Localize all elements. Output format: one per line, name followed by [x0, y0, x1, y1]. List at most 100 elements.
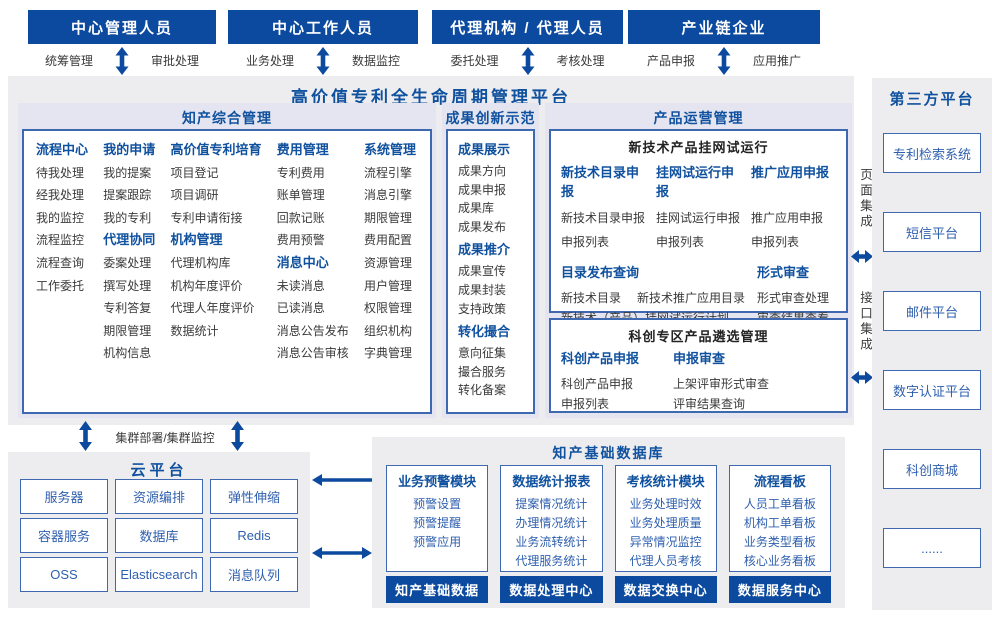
module-assessment: 考核统计模块 业务处理时效业务处理质量异常情况监控代理人员考核 [614, 465, 717, 572]
menu-item: 专利费用 [276, 165, 325, 180]
actor-center-managers: 中心管理人员 统筹管理 审批处理 [28, 10, 216, 76]
actor-function-label: 数据监控 [352, 54, 401, 68]
menu-item: 消息公告发布 [276, 323, 349, 338]
menu-item: 项目调研 [170, 188, 219, 203]
menu-item: 申报列表 [656, 235, 705, 249]
menu-item: 委案处理 [103, 255, 152, 270]
third-party-system: ...... [883, 528, 981, 568]
api-integration-label: 接口集成 [858, 291, 872, 353]
cloud-service: 弹性伸缩 [210, 479, 298, 514]
group-header: 费用管理 [276, 142, 329, 157]
menu-item: 待我处理 [36, 165, 85, 180]
menu-item: 回款记账 [276, 210, 325, 225]
actor-agencies: 代理机构 / 代理人员 委托处理 考核处理 [432, 10, 623, 76]
menu-item: 数据统计 [170, 323, 219, 338]
actor-function-label: 应用推广 [753, 54, 802, 68]
group-promotion: 推广应用申报 推广应用申报申报列表 [751, 163, 846, 254]
menu-item: 预警设置 [413, 497, 462, 511]
module-header: 业务预警模块 [398, 474, 477, 489]
double-arrow-vertical-icon [717, 47, 731, 75]
actor-center-staff: 中心工作人员 业务处理 数据监控 [228, 10, 418, 76]
actor-title-bar: 中心工作人员 [228, 10, 418, 44]
menu-item: 流程监控 [36, 233, 85, 248]
menu-item: 消息引擎 [363, 188, 412, 203]
menu-item: 成果方向 [458, 164, 507, 178]
menu-item: 我的专利 [103, 210, 152, 225]
group-header: 推广应用申报 [751, 165, 830, 180]
ip-column-process: 流程中心 待我处理经我处理我的监控流程监控流程查询工作委托 [36, 139, 88, 412]
menu-item: 代理服务统计 [515, 554, 588, 568]
group-header: 代理协同 [103, 232, 156, 248]
group-declare-review: 申报审查 上架评审形式审查评审结果查询 [673, 349, 769, 414]
third-party-title: 第三方平台 [889, 91, 975, 108]
cloud-service: Redis [210, 518, 298, 553]
actor-function-label: 委托处理 [450, 54, 499, 68]
actor-function-label: 审批处理 [151, 54, 200, 68]
double-arrow-vertical-icon [79, 421, 92, 451]
ip-column-cultivation: 高价值专利培育 项目登记项目调研专利申请衔接 机构管理 代理机构库机构年度评价代… [170, 139, 261, 412]
menu-item: 预警提醒 [413, 516, 462, 530]
menu-item: 异常情况监控 [629, 535, 702, 549]
module-statistics: 数据统计报表 提案情况统计办理情况统计业务流转统计代理服务统计 [500, 465, 603, 572]
double-arrow-vertical-icon [115, 47, 129, 75]
menu-item: 申报列表 [561, 397, 610, 411]
third-party-system: 数字认证平台 [883, 370, 981, 410]
cloud-service: 消息队列 [210, 557, 298, 592]
menu-item: 转化备案 [458, 383, 507, 398]
third-party-system: 专利检索系统 [883, 133, 981, 173]
section-achievement: 成果创新示范 成果展示 成果方向成果申报成果库成果发布 成果推介 成果宣传成果封… [442, 103, 539, 418]
sci-tech-selection-box: 科创专区产品遴选管理 科创产品申报 科创产品申报申报列表 申报审查 上架评审形式… [549, 318, 848, 413]
actor-title-bar: 中心管理人员 [28, 10, 216, 44]
group-header: 机构管理 [170, 232, 223, 248]
group-header: 科创产品申报 [561, 351, 640, 366]
platform-title: 高价值专利全生命周期管理平台 [291, 88, 571, 107]
double-arrow-horizontal-icon [312, 547, 372, 559]
actor-function-label: 统筹管理 [44, 54, 93, 68]
group-header: 挂网试运行申报 [656, 165, 735, 199]
menu-item: 权限管理 [363, 301, 412, 316]
menu-item: 支持政策 [458, 301, 507, 316]
module-kanban: 流程看板 人员工单看板机构工单看板业务类型看板核心业务看板 [728, 465, 831, 572]
box-title: 科创专区产品遴选管理 [628, 329, 769, 344]
menu-item: 机构信息 [103, 346, 152, 361]
menu-item: 费用预警 [276, 233, 325, 248]
actor-function-label: 考核处理 [556, 54, 605, 68]
section-title: 产品运营管理 [653, 110, 744, 126]
third-party-system: 科创商城 [883, 449, 981, 489]
menu-item: 新技术目录申报 [561, 211, 646, 225]
section-ip-management: 知产综合管理 流程中心 待我处理经我处理我的监控流程监控流程查询工作委托 我的申… [18, 103, 436, 418]
menu-item: 成果库 [458, 201, 495, 216]
menu-item: 新技术推广应用目录 [637, 291, 746, 305]
menu-item: 机构年度评价 [170, 278, 243, 293]
menu-item: 形式审查处理 [757, 291, 830, 305]
menu-item: 业务处理时效 [629, 497, 702, 511]
group-header: 形式审查 [757, 265, 810, 280]
module-alert: 业务预警模块 预警设置预警提醒预警应用 [386, 465, 489, 572]
menu-item: 业务处理质量 [629, 516, 702, 530]
menu-item: 流程查询 [36, 255, 85, 270]
third-party-list: 专利检索系统短信平台邮件平台数字认证平台科创商城...... [883, 133, 981, 607]
group-header: 申报审查 [673, 351, 726, 366]
group-header: 流程中心 [36, 142, 89, 157]
third-party-system: 短信平台 [883, 212, 981, 252]
menu-item: 挂网试运行申报 [656, 211, 741, 225]
menu-item: 业务流转统计 [515, 535, 588, 549]
menu-item: 账单管理 [276, 188, 325, 203]
group-header: 转化撮合 [458, 324, 511, 340]
menu-item: 未读消息 [276, 278, 325, 293]
menu-item: 科创产品申报 [561, 377, 634, 391]
menu-item: 代理机构库 [170, 255, 231, 270]
double-arrow-vertical-icon [521, 47, 534, 75]
menu-item: 用户管理 [363, 278, 412, 293]
group-header: 成果展示 [458, 142, 511, 157]
menu-item: 撮合服务 [458, 364, 507, 379]
actor-title-bar: 代理机构 / 代理人员 [432, 10, 623, 44]
group-header: 消息中心 [276, 254, 329, 270]
menu-item: 机构工单看板 [743, 516, 816, 530]
page-integration-label: 页面集成 [858, 168, 872, 230]
menu-item: 预警应用 [413, 535, 462, 549]
menu-item: 提案跟踪 [103, 188, 152, 203]
group-trial-run: 挂网试运行申报 挂网试运行申报申报列表 [656, 163, 751, 254]
module-header: 流程看板 [753, 474, 806, 489]
